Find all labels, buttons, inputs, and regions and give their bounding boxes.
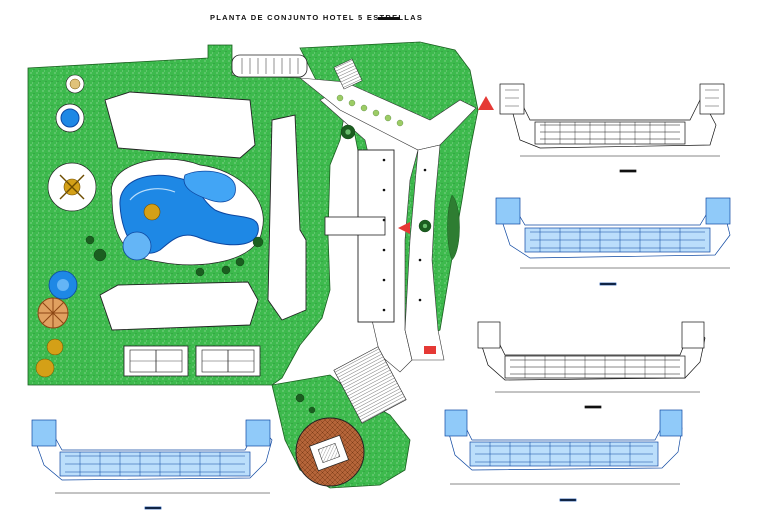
green-ellipse <box>447 194 460 261</box>
sand-circle-1 <box>46 338 64 356</box>
site-main <box>27 41 494 489</box>
parking-top <box>231 54 308 78</box>
jacuzzi-pool <box>60 108 80 128</box>
tree-row <box>336 94 404 127</box>
plan-mid-right <box>495 197 731 286</box>
gazebo-roof <box>69 78 81 90</box>
road-light-poles <box>382 158 427 312</box>
plan-bottom-left <box>31 419 273 510</box>
tree-icon <box>85 124 432 414</box>
road-curve <box>404 144 445 361</box>
plan-lower-right <box>477 321 706 409</box>
access-ramp <box>333 346 407 424</box>
plan-top-right <box>499 83 725 173</box>
pool-secondary <box>183 170 236 203</box>
palapa-icon <box>59 174 85 200</box>
building-north-wing <box>104 91 256 159</box>
drawing-title: PLANTA DE CONJUNTO HOTEL 5 ESTRELLAS <box>210 13 424 22</box>
building-south-wing <box>99 281 259 331</box>
palapa-wheel <box>37 297 69 329</box>
title-underline-bar <box>378 17 400 20</box>
tennis-court-icon <box>123 345 189 377</box>
north-arrow-icon <box>478 96 494 110</box>
marker-red-mid <box>398 222 410 234</box>
pool-icon <box>119 174 259 254</box>
building-lobby <box>357 149 395 323</box>
bridge-corridor <box>324 216 386 236</box>
parking-stalls <box>241 58 299 74</box>
pool-island <box>143 203 161 221</box>
pool-highlight <box>129 188 176 201</box>
tennis-court-2 <box>195 345 261 377</box>
roundabout-plaza <box>295 417 365 487</box>
road-diagonal <box>299 77 477 151</box>
sand-circle-2 <box>35 358 55 378</box>
stairs-top <box>333 58 363 90</box>
round-pool-small-inner <box>57 279 69 291</box>
marker-red-low <box>424 346 436 354</box>
kids-pool <box>122 231 152 261</box>
plan-bottom-right <box>444 409 683 502</box>
building-east-tower <box>267 114 307 321</box>
